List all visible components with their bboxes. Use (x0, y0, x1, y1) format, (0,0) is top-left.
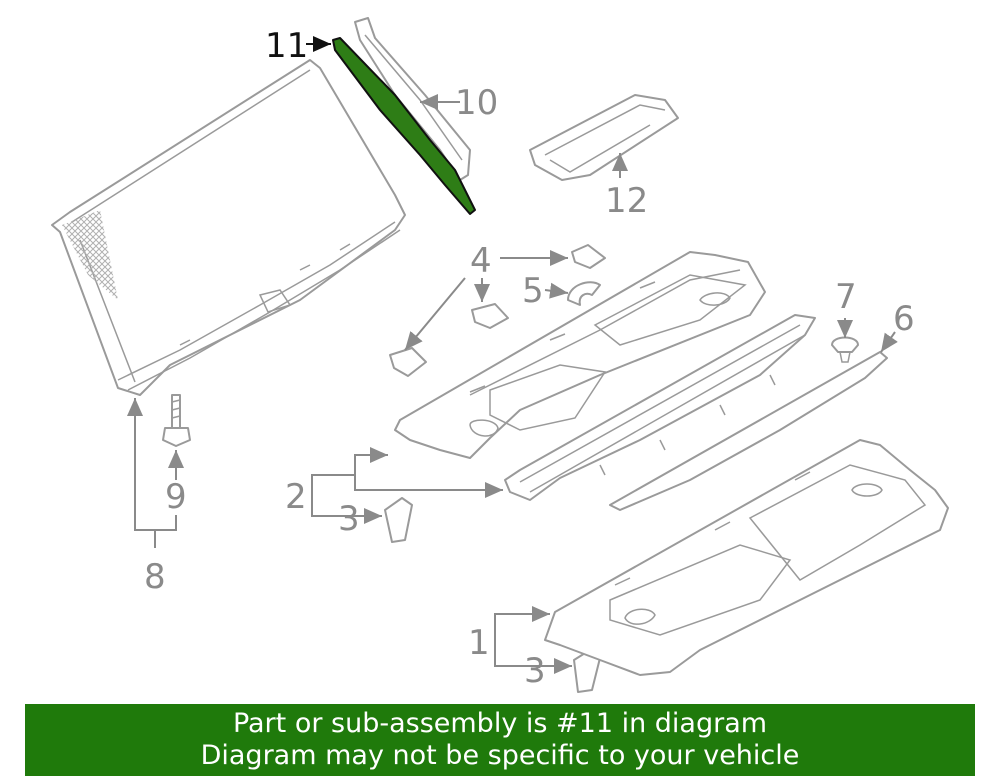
banner-line-2: Diagram may not be specific to your vehi… (200, 740, 800, 771)
part-7-push-clip (831, 336, 859, 363)
part-9-bolt (162, 394, 191, 447)
part-2-package-tray (394, 251, 766, 459)
part-12-cover-tray (529, 94, 679, 181)
part-4-clips (389, 244, 606, 377)
callout-9: 9 (165, 477, 187, 517)
part-info-banner: Part or sub-assembly is #11 in diagram D… (25, 704, 975, 776)
callout-5: 5 (522, 271, 544, 311)
callout-2: 2 (285, 477, 307, 517)
part-5-hook (567, 281, 601, 306)
callout-3-upper: 3 (338, 499, 360, 539)
callout-11: 11 (265, 26, 308, 66)
part-11-seal-strip (332, 37, 476, 215)
part-1-rear-shelf (544, 439, 949, 676)
part-2-rear-panel (504, 314, 816, 501)
part-3-clips (384, 497, 601, 693)
callout-3-lower: 3 (524, 651, 546, 691)
banner-line-1: Part or sub-assembly is #11 in diagram (232, 708, 768, 739)
callout-12: 12 (605, 181, 648, 221)
callout-10: 10 (455, 83, 498, 123)
part-6-weatherstrip (609, 351, 888, 511)
parts-diagram: 11 10 12 4 5 7 6 9 8 2 3 1 3 (51, 17, 949, 693)
callout-4: 4 (470, 241, 492, 281)
callout-1: 1 (468, 623, 490, 663)
callout-8: 8 (144, 557, 166, 597)
callout-7: 7 (835, 277, 857, 317)
callout-6: 6 (893, 299, 915, 339)
part-8-cargo-net (51, 59, 406, 396)
